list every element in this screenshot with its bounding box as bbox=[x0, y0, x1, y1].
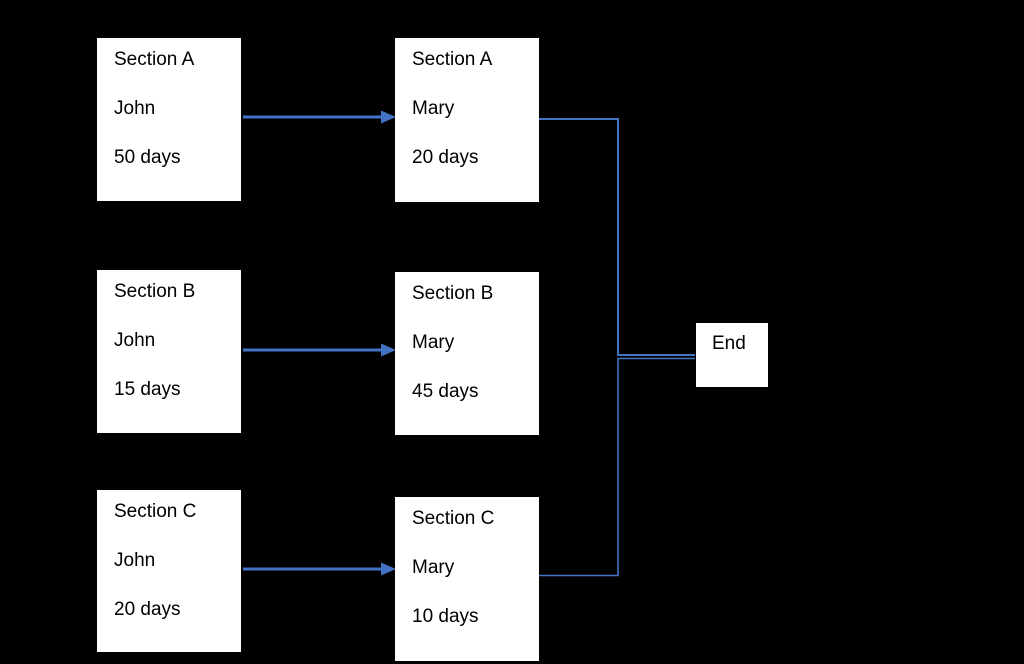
node-section-c-john: Section C John 20 days bbox=[97, 490, 241, 652]
node-duration-label: 50 days bbox=[114, 147, 181, 168]
node-section-label: Section A bbox=[412, 49, 493, 70]
node-person-label: Mary bbox=[412, 332, 455, 353]
arrow-section-c-icon bbox=[243, 562, 396, 576]
node-section-b-john: Section B John 15 days bbox=[97, 270, 241, 433]
node-section-label: Section C bbox=[114, 501, 197, 522]
node-section-label: Section C bbox=[412, 508, 495, 529]
node-section-label: Section B bbox=[412, 283, 494, 304]
end-label: End bbox=[712, 333, 746, 354]
node-duration-label: 15 days bbox=[114, 379, 181, 400]
node-duration-label: 20 days bbox=[412, 147, 479, 168]
node-person-label: John bbox=[114, 550, 156, 571]
node-person-label: Mary bbox=[412, 557, 455, 578]
arrow-section-a-icon bbox=[243, 110, 396, 124]
node-person-label: Mary bbox=[412, 98, 455, 119]
arrow-section-b-icon bbox=[243, 343, 396, 357]
node-end: End bbox=[696, 323, 768, 387]
node-section-label: Section B bbox=[114, 281, 196, 302]
node-section-a-mary: Section A Mary 20 days bbox=[395, 38, 539, 202]
node-section-a-john: Section A John 50 days bbox=[97, 38, 241, 201]
node-section-b-mary: Section B Mary 45 days bbox=[395, 272, 539, 435]
node-person-label: John bbox=[114, 98, 156, 119]
connector-section-c-end bbox=[539, 357, 695, 577]
node-person-label: John bbox=[114, 330, 156, 351]
connector-section-a-end bbox=[539, 118, 695, 356]
node-duration-label: 20 days bbox=[114, 599, 181, 620]
node-section-label: Section A bbox=[114, 49, 195, 70]
node-section-c-mary: Section C Mary 10 days bbox=[395, 497, 539, 661]
node-duration-label: 45 days bbox=[412, 381, 479, 402]
node-duration-label: 10 days bbox=[412, 606, 479, 627]
